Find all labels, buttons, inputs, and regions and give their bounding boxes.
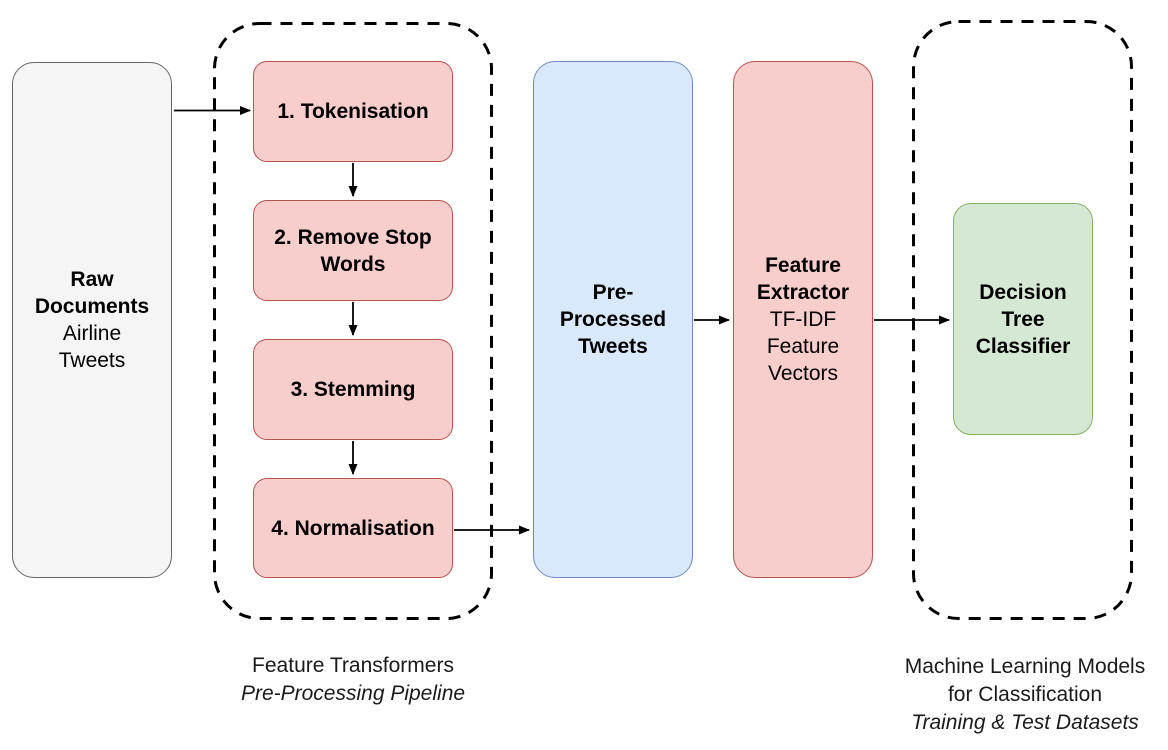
stemming-label: 3. Stemming (290, 378, 416, 401)
node-normalisation: 4. Normalisation (253, 478, 453, 578)
node-remove-stop-words: 2. Remove Stop Words (253, 200, 453, 301)
feature-transformers-title: Feature Transformers (252, 654, 454, 677)
preprocessing-pipeline-group-border (213, 22, 493, 620)
node-tokenisation: 1. Tokenisation (253, 61, 453, 162)
normalisation-label: 4. Normalisation (271, 516, 435, 540)
caption-feature-transformers: Feature Transformers Pre-Processing Pipe… (203, 652, 503, 708)
remove-stop-words-label: 2. Remove Stop Words (274, 225, 432, 276)
node-stemming: 3. Stemming (253, 339, 453, 440)
feature-transformers-subtitle: Pre-Processing Pipeline (240, 682, 466, 705)
ml-models-subtitle: Training & Test Datasets (911, 711, 1139, 734)
tokenisation-label: 1. Tokenisation (277, 100, 429, 123)
